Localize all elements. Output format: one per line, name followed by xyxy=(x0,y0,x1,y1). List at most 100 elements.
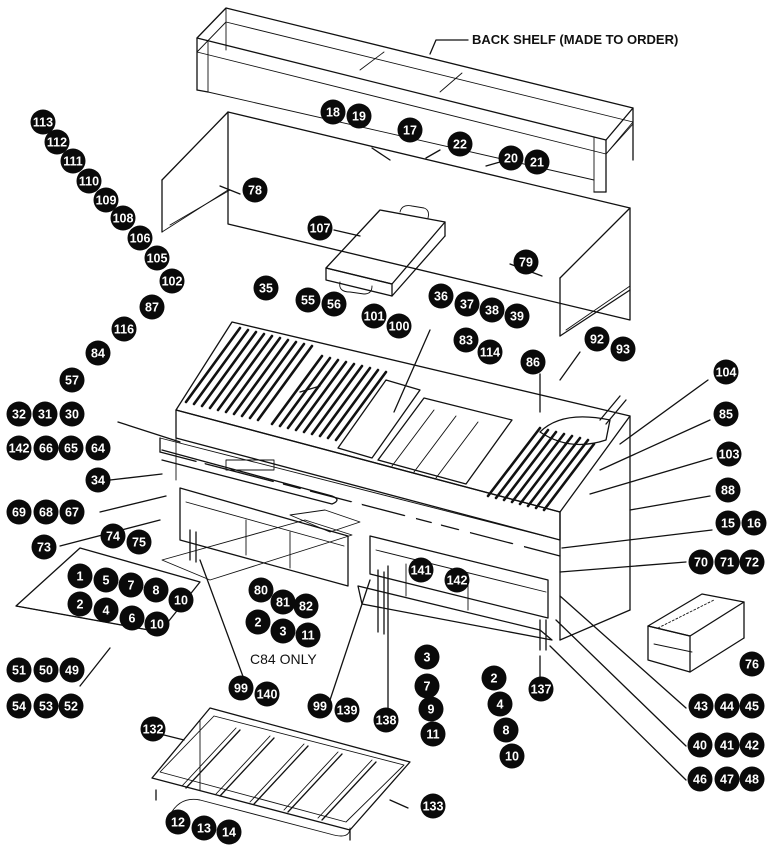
leaders xyxy=(59,147,713,809)
callout-49: 49 xyxy=(59,657,85,683)
callout-circle xyxy=(454,291,480,317)
callout-7: 7 xyxy=(118,572,144,598)
callout-number: 99 xyxy=(313,700,327,714)
callout-circle xyxy=(270,589,296,615)
callout-circle xyxy=(477,339,503,365)
callout-46: 46 xyxy=(687,766,713,792)
callout-7: 7 xyxy=(414,673,440,699)
callout-number: 79 xyxy=(519,256,533,270)
callout-number: 17 xyxy=(403,124,417,138)
callout-circle xyxy=(110,205,136,231)
callout-circle xyxy=(245,609,271,635)
c84-only-label: C84 ONLY xyxy=(250,651,317,667)
callout-number: 73 xyxy=(37,541,51,555)
callout-number: 45 xyxy=(745,700,759,714)
callout-141: 141 xyxy=(408,557,434,583)
callout-number: 116 xyxy=(114,323,134,337)
callout-number: 101 xyxy=(364,310,385,324)
callout-circle xyxy=(479,297,505,323)
callout-number: 32 xyxy=(12,408,26,422)
callout-number: 70 xyxy=(694,556,708,570)
callout-51: 51 xyxy=(6,657,32,683)
callout-circle xyxy=(739,651,765,677)
callout-110: 110 xyxy=(76,168,102,194)
callout-140: 140 xyxy=(254,681,280,707)
callout-circle xyxy=(715,510,741,536)
callout-number: 109 xyxy=(96,194,117,208)
callout-number: 15 xyxy=(721,517,735,531)
callout-circle xyxy=(93,187,119,213)
callout-107: 107 xyxy=(307,215,333,241)
callout-circle xyxy=(361,303,387,329)
callout-circle xyxy=(610,336,636,362)
callout-circle xyxy=(739,766,765,792)
callout-70: 70 xyxy=(688,549,714,575)
callout-number: 84 xyxy=(91,347,105,361)
callout-circle xyxy=(6,693,32,719)
callout-circle xyxy=(447,131,473,157)
callout-circle xyxy=(216,819,242,845)
callout-circle xyxy=(144,611,170,637)
callout-number: 54 xyxy=(12,700,26,714)
callout-circle xyxy=(159,268,185,294)
callout-circle xyxy=(119,605,145,631)
callout-105: 105 xyxy=(144,245,170,271)
callout-circle xyxy=(228,675,254,701)
callout-circle xyxy=(58,435,84,461)
callout-number: 72 xyxy=(745,556,759,570)
callout-44: 44 xyxy=(714,693,740,719)
callout-circle xyxy=(67,591,93,617)
callout-number: 92 xyxy=(590,333,604,347)
callout-circle xyxy=(688,693,714,719)
callout-17: 17 xyxy=(397,117,423,143)
callout-circle xyxy=(126,529,152,555)
callout-circle xyxy=(85,340,111,366)
callout-circle xyxy=(714,549,740,575)
callout-53: 53 xyxy=(33,693,59,719)
callout-circle xyxy=(30,109,56,135)
callout-number: 14 xyxy=(222,826,236,840)
callout-number: 71 xyxy=(720,556,734,570)
callout-number: 49 xyxy=(65,664,79,678)
callout-48: 48 xyxy=(739,766,765,792)
callout-8: 8 xyxy=(493,717,519,743)
callout-circle xyxy=(453,327,479,353)
callout-number: 80 xyxy=(254,584,268,598)
callout-15: 15 xyxy=(715,510,741,536)
callout-number: 99 xyxy=(234,682,248,696)
callout-number: 112 xyxy=(47,136,67,150)
callout-number: 19 xyxy=(352,110,366,124)
callout-circle xyxy=(93,567,119,593)
callout-number: 9 xyxy=(428,703,435,717)
callout-circle xyxy=(716,441,742,467)
callout-12: 12 xyxy=(165,809,191,835)
callout-137: 137 xyxy=(528,676,554,702)
callout-circle xyxy=(428,283,454,309)
callout-circle xyxy=(714,732,740,758)
callout-circle xyxy=(414,644,440,670)
callout-number: 12 xyxy=(171,816,185,830)
callout-number: 140 xyxy=(257,688,278,702)
callout-circle xyxy=(528,676,554,702)
callout-circle xyxy=(293,593,319,619)
callout-circle xyxy=(408,557,434,583)
callout-circle xyxy=(59,499,85,525)
callout-69: 69 xyxy=(6,499,32,525)
callout-circle xyxy=(397,117,423,143)
callout-99: 99 xyxy=(307,693,333,719)
callout-circle xyxy=(714,766,740,792)
callout-number: 133 xyxy=(423,800,444,814)
callout-circle xyxy=(85,467,111,493)
callout-number: 4 xyxy=(103,604,110,618)
callout-30: 30 xyxy=(59,401,85,427)
callout-number: 13 xyxy=(197,822,211,836)
callout-number: 103 xyxy=(719,448,740,462)
callout-6: 6 xyxy=(119,605,145,631)
callout-circle xyxy=(386,313,412,339)
burner-tray xyxy=(377,397,513,485)
callout-number: 2 xyxy=(255,616,262,630)
callout-139: 139 xyxy=(334,697,360,723)
callout-number: 78 xyxy=(248,184,262,198)
callout-circle xyxy=(741,510,767,536)
